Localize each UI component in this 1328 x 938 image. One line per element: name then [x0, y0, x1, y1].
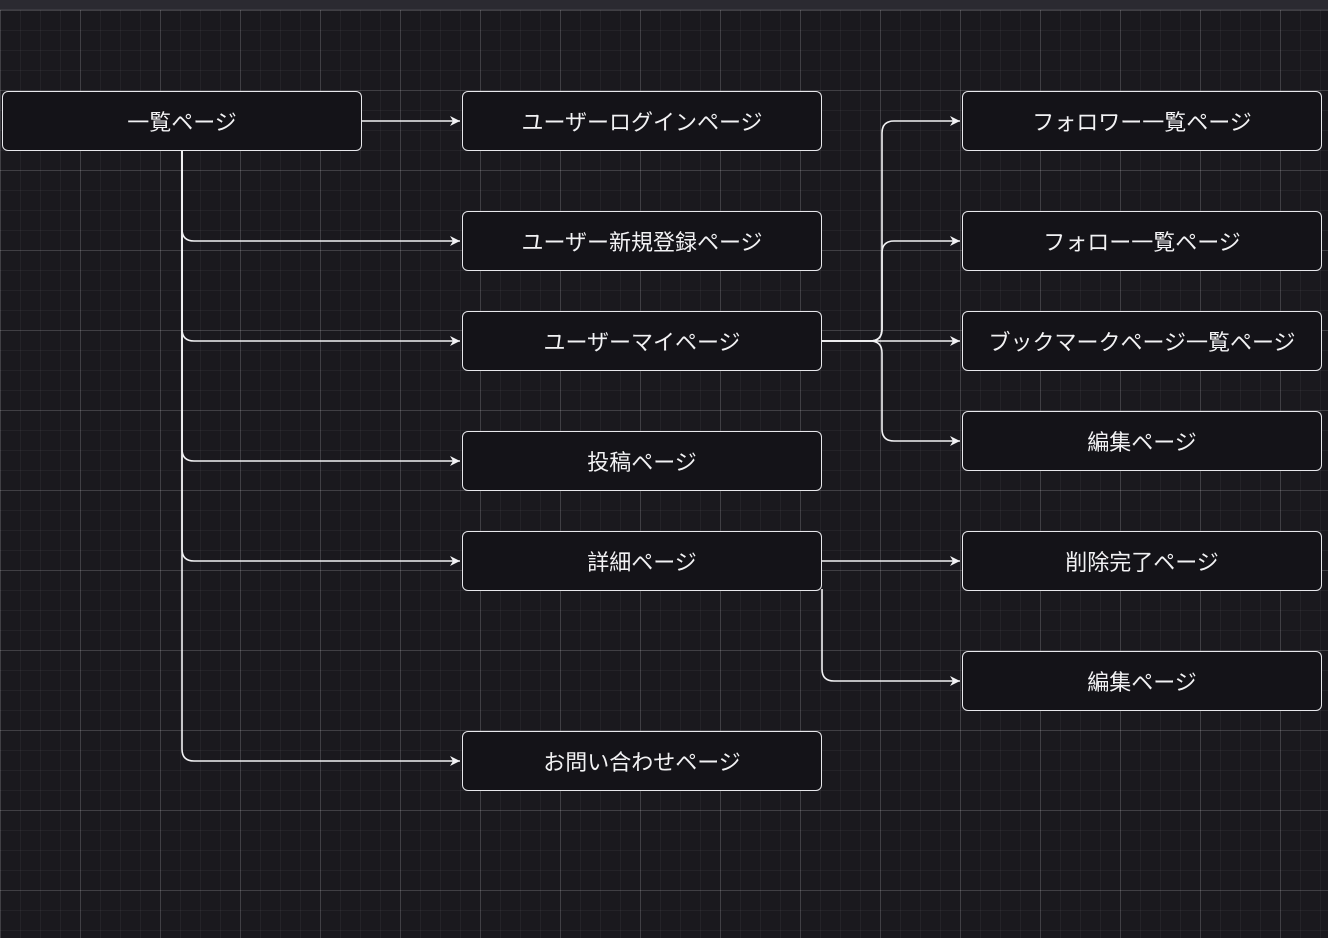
node-detail-edit-page[interactable]: 編集ページ: [962, 651, 1322, 711]
node-label: 一覧ページ: [127, 111, 237, 136]
node-bookmark-list-page[interactable]: ブックマークページ一覧ページ: [962, 311, 1322, 371]
node-follower-list-page[interactable]: フォロワー一覧ページ: [962, 91, 1322, 151]
node-post-page[interactable]: 投稿ページ: [462, 431, 822, 491]
node-mypage-edit-page[interactable]: 編集ページ: [962, 411, 1322, 471]
node-contact-page[interactable]: お問い合わせページ: [462, 731, 822, 791]
node-label: 詳細ページ: [587, 551, 697, 576]
node-user-my-page[interactable]: ユーザーマイページ: [462, 311, 822, 371]
edge-list-to-mypage[interactable]: [181, 151, 460, 346]
edge-mypage-to-edit[interactable]: [822, 340, 960, 446]
node-label: お問い合わせページ: [543, 751, 741, 776]
node-user-login-page[interactable]: ユーザーログインページ: [462, 91, 822, 151]
node-label: フォロワー一覧ページ: [1032, 111, 1252, 136]
node-user-signup-page[interactable]: ユーザー新規登録ページ: [462, 211, 822, 271]
node-label: 削除完了ページ: [1065, 551, 1219, 576]
edge-detail-to-edit[interactable]: [821, 589, 960, 686]
edge-list-to-signup[interactable]: [181, 151, 460, 246]
node-label: ユーザーマイページ: [543, 331, 741, 356]
node-detail-page[interactable]: 詳細ページ: [462, 531, 822, 591]
node-follow-list-page[interactable]: フォロー一覧ページ: [962, 211, 1322, 271]
canvas-top-bar: [0, 0, 1328, 10]
node-label: ユーザー新規登録ページ: [521, 231, 763, 256]
node-label: 編集ページ: [1087, 431, 1197, 456]
edge-mypage-to-following[interactable]: [822, 236, 960, 342]
edge-list-to-contact[interactable]: [181, 151, 460, 766]
node-delete-complete-page[interactable]: 削除完了ページ: [962, 531, 1322, 591]
node-label: フォロー一覧ページ: [1043, 231, 1241, 256]
node-label: 投稿ページ: [587, 451, 697, 476]
edge-list-to-detail[interactable]: [181, 151, 460, 566]
edge-list-to-post[interactable]: [181, 151, 460, 466]
node-label: ブックマークページ一覧ページ: [988, 331, 1296, 356]
edge-mypage-to-followers[interactable]: [822, 116, 960, 342]
node-label: ユーザーログインページ: [521, 111, 763, 136]
node-label: 編集ページ: [1087, 671, 1197, 696]
node-list-page[interactable]: 一覧ページ: [2, 91, 362, 151]
